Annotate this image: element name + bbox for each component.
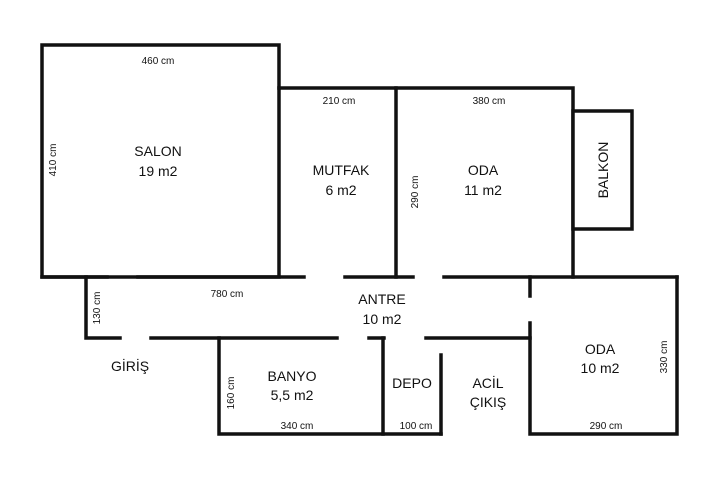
oda-1-name: ODA [468, 162, 499, 178]
dim-salon-height: 410 cm [48, 144, 59, 177]
depo-name: DEPO [392, 375, 432, 391]
mutfak-area: 6 m2 [325, 182, 356, 198]
dim-depo-width: 100 cm [400, 421, 433, 432]
room-oda-2 [528, 275, 679, 436]
entrance-wall [84, 275, 122, 340]
dim-banyo-height: 160 cm [226, 377, 237, 410]
dim-hall-length: 780 cm [211, 289, 244, 300]
balkon-name: BALKON [595, 142, 611, 199]
acil-cikis-line2: ÇIKIŞ [470, 394, 507, 410]
room-depo [381, 336, 443, 436]
salon-name: SALON [134, 143, 181, 159]
oda-2-area: 10 m2 [581, 360, 620, 376]
dim-salon-width: 460 cm [142, 56, 175, 67]
oda-1-area: 11 m2 [464, 182, 502, 198]
giris-name: GİRİŞ [111, 357, 149, 374]
room-balkon [571, 109, 634, 231]
oda-2-name: ODA [585, 341, 616, 357]
antre-area: 10 m2 [363, 311, 402, 327]
acil-cikis-line1: ACİL [472, 374, 503, 391]
dim-oda-2-height: 330 cm [659, 341, 670, 374]
dim-giris-width: 130 cm [92, 292, 103, 325]
dim-oda-1-height: 290 cm [410, 176, 421, 209]
room-salon [40, 43, 281, 279]
banyo-name: BANYO [267, 368, 316, 384]
dim-mutfak-width: 210 cm [323, 96, 356, 107]
banyo-area: 5,5 m2 [271, 387, 314, 403]
room-banyo [217, 336, 443, 436]
salon-area: 19 m2 [139, 163, 178, 179]
dim-oda-2-width: 290 cm [590, 421, 623, 432]
antre-name: ANTRE [358, 291, 405, 307]
dim-banyo-width: 340 cm [281, 421, 314, 432]
dim-oda-1-width: 380 cm [473, 96, 506, 107]
mutfak-name: MUTFAK [313, 162, 370, 178]
